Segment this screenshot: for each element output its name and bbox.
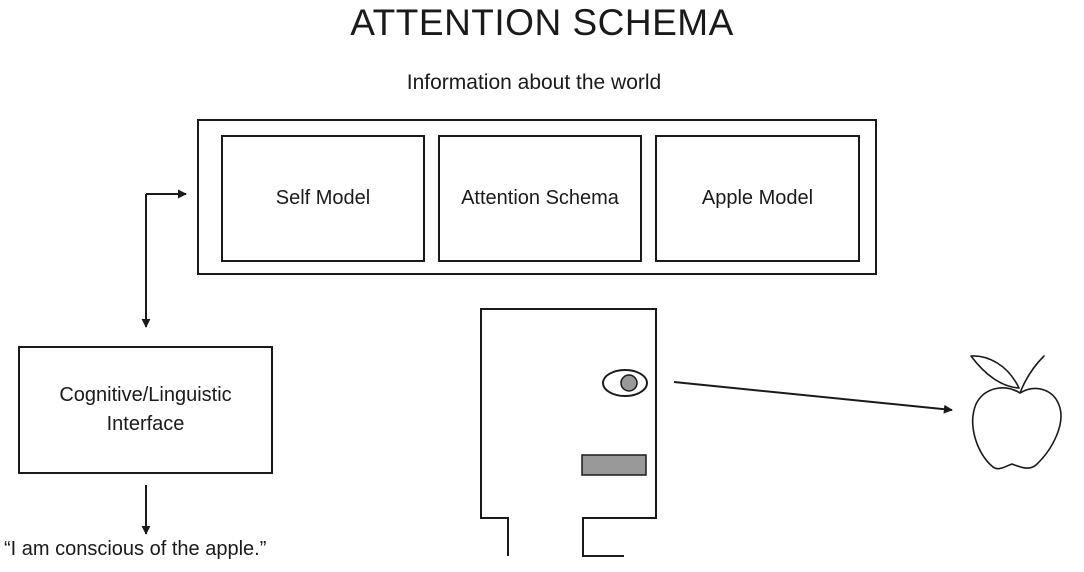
self-model-box: Self Model: [221, 135, 425, 262]
apple-model-label: Apple Model: [701, 187, 814, 209]
head-profile: [480, 308, 657, 557]
cognitive-linguistic-interface-box: Cognitive/Linguistic Interface: [18, 346, 273, 474]
world-information-container: [197, 119, 877, 275]
attention-schema-box: Attention Schema: [438, 135, 642, 262]
attention-schema-label: Attention Schema: [461, 187, 619, 209]
self-model-label: Self Model: [275, 187, 371, 209]
interface-label-line2: Interface: [106, 413, 185, 435]
iris-icon: [620, 374, 638, 392]
head-outline: [480, 308, 657, 557]
apple-stem: [1019, 355, 1045, 394]
apple-body: [971, 387, 1062, 470]
output-statement: “I am conscious of the apple.”: [4, 538, 267, 560]
diagram-title: ATTENTION SCHEMA: [350, 2, 734, 43]
apple-leaf: [970, 355, 1020, 389]
apple-icon: [970, 355, 1062, 470]
gaze-arrow: [673, 381, 953, 414]
apple-model-box: Apple Model: [655, 135, 860, 262]
interface-label-line1: Cognitive/Linguistic: [59, 384, 232, 406]
interface-world-connector: [141, 189, 187, 328]
mouth-shape: [581, 454, 647, 476]
world-information-label: Information about the world: [406, 71, 662, 94]
